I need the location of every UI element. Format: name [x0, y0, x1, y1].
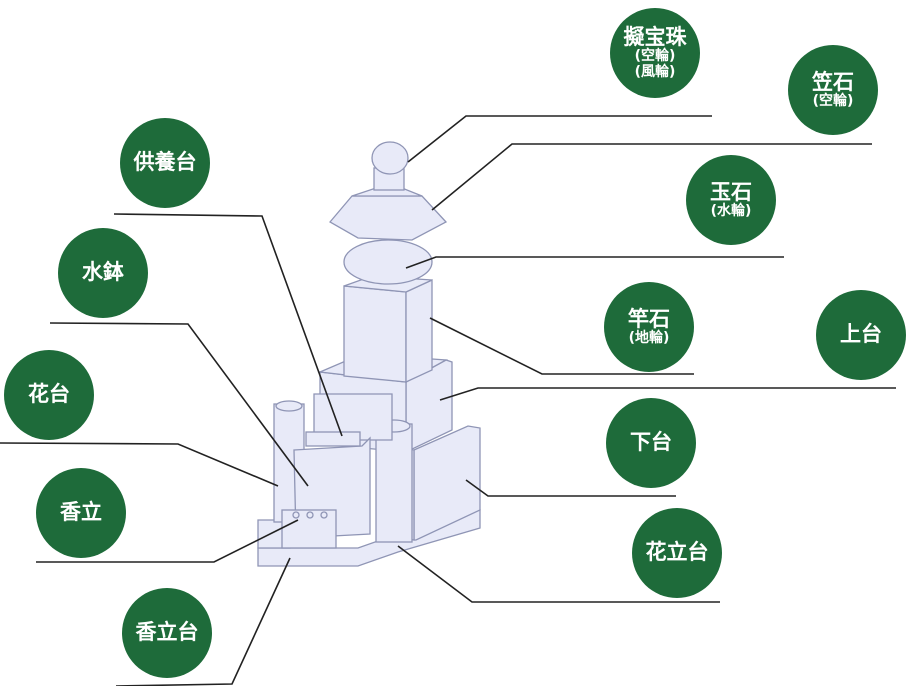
- label-sao: 竿石 (地輪): [604, 282, 694, 372]
- label-tama-main: 玉石: [710, 181, 752, 204]
- label-joudai-main: 上台: [840, 323, 882, 346]
- label-hanadai-main: 花台: [28, 383, 70, 406]
- koutate-hole-2: [307, 512, 313, 518]
- label-tama: 玉石 (水輪): [686, 155, 776, 245]
- sao-stone-side: [406, 280, 432, 382]
- mizubachi-top: [306, 432, 360, 446]
- label-koutate-dai: 香立台: [122, 588, 212, 678]
- leader-hanadai: [0, 443, 278, 486]
- leader-kasa: [432, 144, 872, 210]
- sao-stone-front: [344, 286, 406, 382]
- label-sao-main: 竿石: [628, 308, 670, 331]
- flower-vase-right: [376, 424, 412, 542]
- label-kasa: 笠石 (空輪): [788, 45, 878, 135]
- flower-vase-left-top: [276, 401, 302, 411]
- leader-kuyou: [114, 214, 342, 436]
- label-kasa-sub: (空輪): [813, 94, 854, 109]
- label-kuyou-dai-main: 供養台: [134, 151, 197, 174]
- label-hanatate-dai-main: 花立台: [646, 541, 709, 564]
- gyoho-ball: [372, 142, 408, 174]
- label-kuyou-dai: 供養台: [120, 118, 210, 208]
- label-koutate-main: 香立: [60, 501, 102, 524]
- label-koutate-dai-main: 香立台: [136, 621, 199, 644]
- tama-stone: [344, 240, 432, 284]
- label-gyoho-main: 擬宝珠: [624, 26, 687, 49]
- label-sao-sub: (地輪): [629, 331, 670, 346]
- koutate-hole-1: [293, 512, 299, 518]
- tombstone-illustration: [258, 142, 480, 566]
- label-mizubachi: 水鉢: [58, 228, 148, 318]
- label-joudai: 上台: [816, 290, 906, 380]
- label-tama-sub: (水輪): [711, 204, 752, 219]
- label-kasa-main: 笠石: [812, 71, 854, 94]
- label-hanadai: 花台: [4, 350, 94, 440]
- label-gyoho-sub2: (風輪): [635, 65, 676, 80]
- leader-joudai: [440, 388, 896, 400]
- kasa-roof: [330, 196, 446, 240]
- leader-tama: [406, 257, 784, 268]
- label-gedai: 下台: [606, 398, 696, 488]
- leader-gyoho: [408, 116, 712, 162]
- label-gyoho-sub1: (空輪): [635, 49, 676, 64]
- label-gedai-main: 下台: [630, 431, 672, 454]
- label-gyoho: 擬宝珠 (空輪) (風輪): [610, 8, 700, 98]
- label-koutate: 香立: [36, 468, 126, 558]
- koutate-hole-3: [321, 512, 327, 518]
- label-hanatate-dai: 花立台: [632, 508, 722, 598]
- label-mizubachi-main: 水鉢: [82, 261, 124, 284]
